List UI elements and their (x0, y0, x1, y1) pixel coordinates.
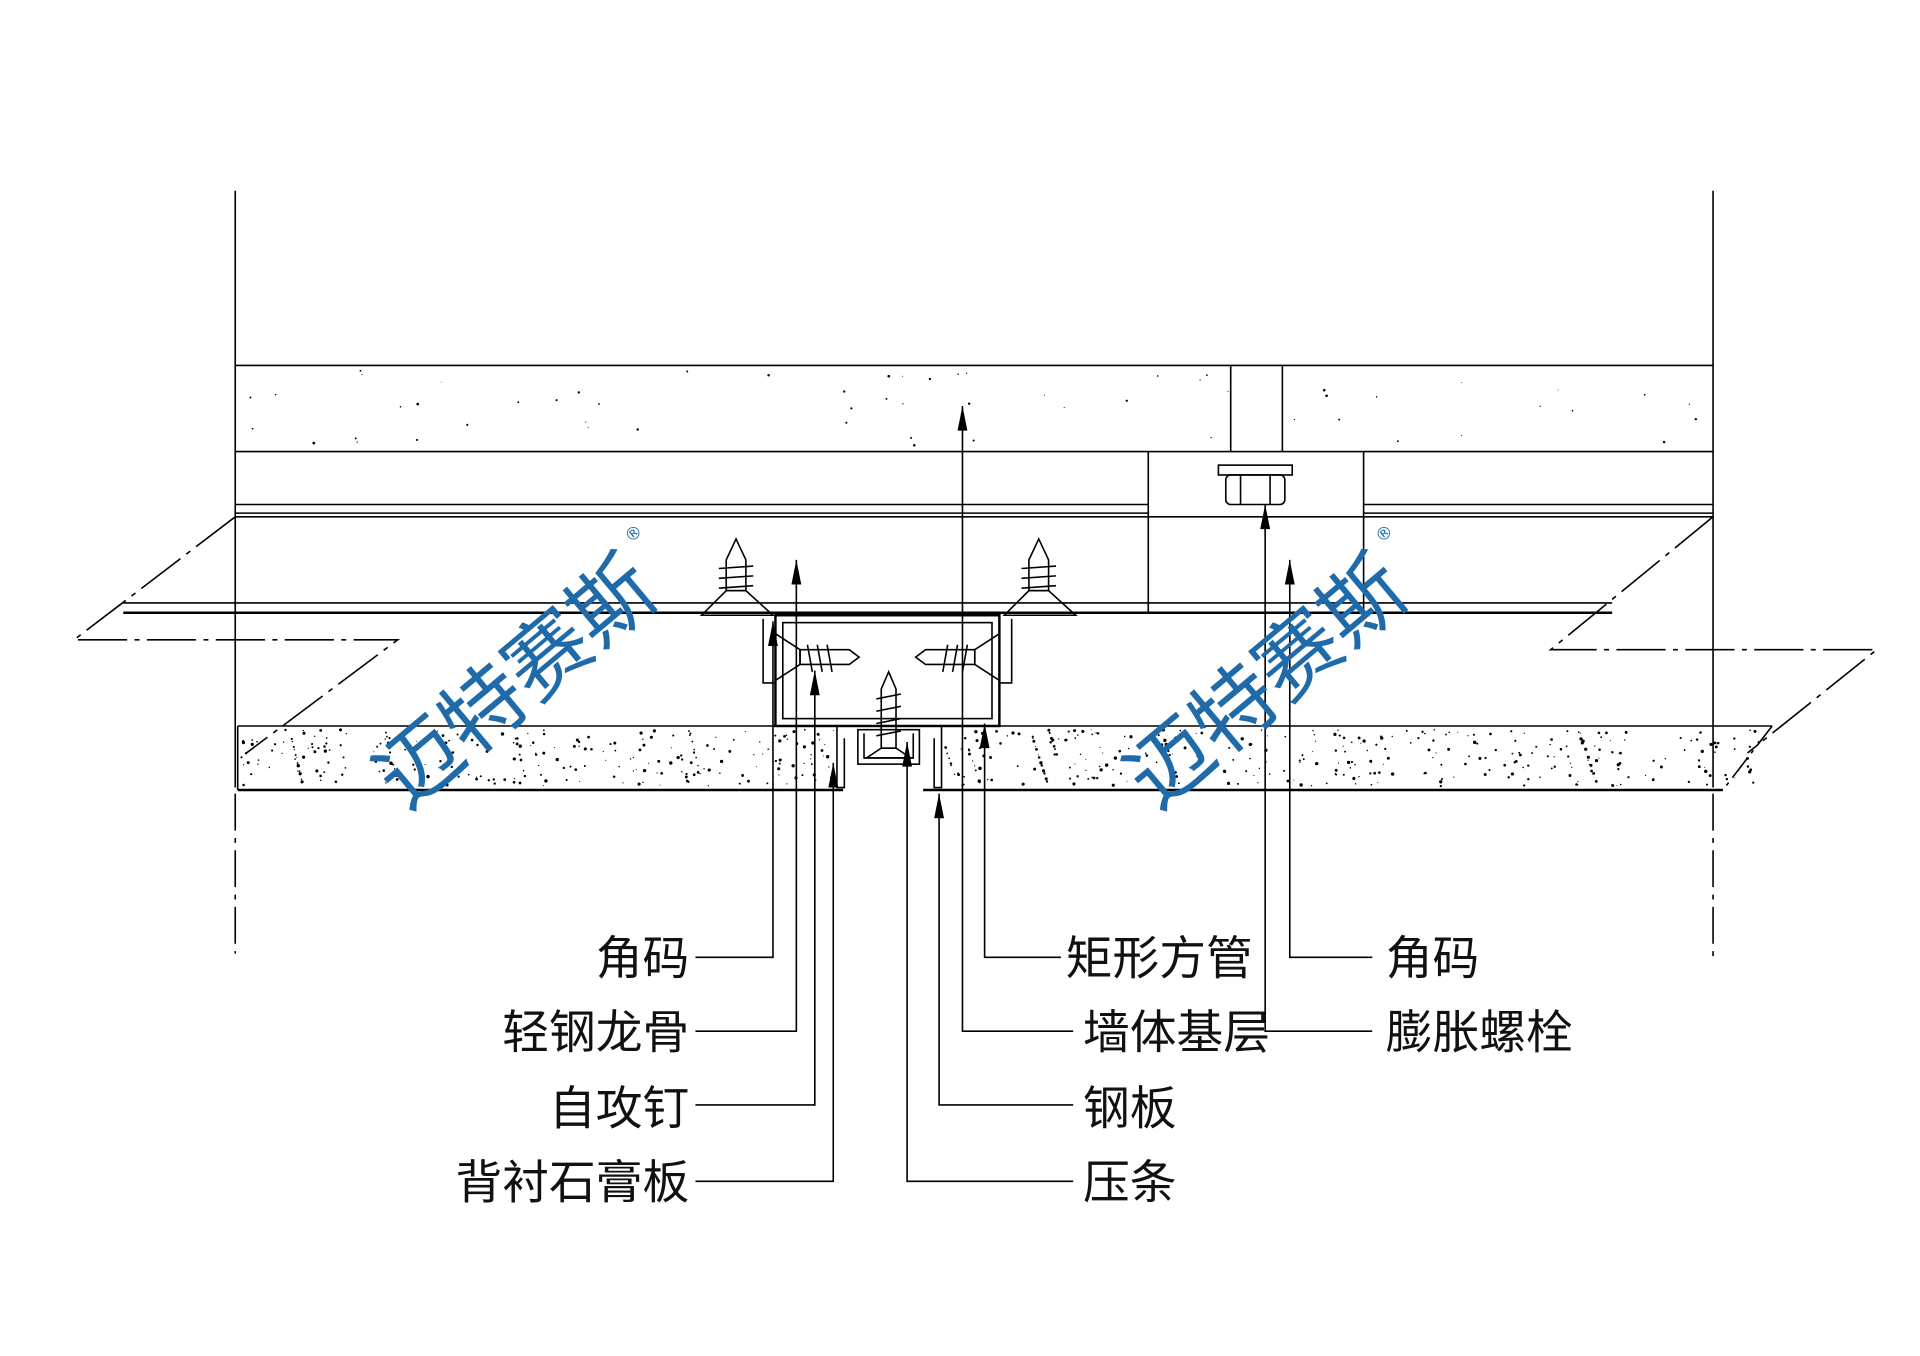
arrowhead-icon (979, 723, 990, 749)
label-corner-bracket-right: 角码 (1386, 933, 1480, 987)
leader-line (695, 621, 774, 959)
svg-text:迈特赛斯: 迈特赛斯 (356, 537, 675, 827)
leader-line (695, 762, 835, 1183)
break-lines (71, 516, 1879, 754)
watermark-left: 迈特赛斯 ® (356, 521, 675, 827)
leader-lines (695, 406, 1373, 1183)
svg-text:®: ® (1372, 521, 1398, 547)
rectangular-steel-tube (762, 614, 1013, 789)
self-tapping-screw-left-top (699, 537, 776, 617)
arrowhead-icon (828, 762, 839, 788)
svg-text:迈特赛斯: 迈特赛斯 (1107, 537, 1426, 827)
arrowhead-icon (902, 741, 913, 767)
leader-line (938, 793, 1074, 1106)
labels-middle: 矩形方管 墙体基层 钢板 压条 (1066, 933, 1270, 1211)
label-steel-plate: 钢板 (1083, 1083, 1177, 1137)
label-wall-base-layer: 墙体基层 (1083, 1006, 1270, 1060)
arrowhead-icon (1260, 504, 1271, 530)
label-expansion-bolt: 膨胀螺栓 (1386, 1006, 1573, 1060)
labels-right: 角码 膨胀螺栓 (1386, 933, 1573, 1061)
arrowhead-icon (1284, 559, 1295, 585)
wood-screw-center (863, 669, 914, 759)
label-corner-bracket: 角码 (596, 933, 690, 987)
leader-line (695, 559, 798, 1032)
leader-line (1288, 559, 1373, 959)
backing-gypsum-board (236, 725, 1773, 792)
labels-left: 角码 轻钢龙骨 自攻钉 背衬石膏板 (456, 933, 690, 1211)
label-rectangular-tube: 矩形方管 (1066, 933, 1253, 987)
arrowhead-icon (934, 793, 945, 819)
label-self-tapping-screw: 自攻钉 (549, 1083, 689, 1137)
leader-line (961, 406, 1074, 1032)
self-tapping-screw-right-top (1002, 537, 1078, 617)
self-tapping-screw-side-right (914, 632, 1001, 682)
svg-text:®: ® (621, 521, 647, 547)
self-tapping-screw-side-left (774, 632, 861, 682)
label-backing-gypsum-board: 背衬石膏板 (456, 1156, 690, 1210)
speckle-fill (240, 369, 1760, 788)
label-light-steel-keel: 轻钢龙骨 (502, 1006, 689, 1060)
arrowhead-icon (809, 670, 820, 696)
leader-line (906, 741, 1074, 1183)
wall-base-layer (235, 364, 1714, 514)
expansion-bolt (1147, 365, 1365, 614)
watermark-right: 迈特赛斯 ® (1107, 521, 1426, 827)
leader-line (983, 723, 1061, 959)
arrowhead-icon (791, 559, 802, 585)
leader-line (695, 670, 816, 1106)
arrowhead-icon (768, 621, 778, 647)
arrowhead-icon (957, 406, 968, 431)
leader-line (1264, 504, 1373, 1032)
label-pressure-strip: 压条 (1083, 1156, 1177, 1210)
